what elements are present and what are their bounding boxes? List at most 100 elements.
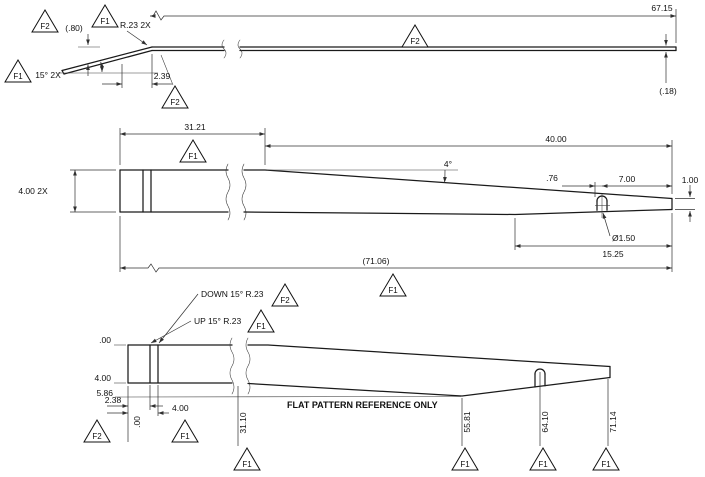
break-line — [241, 163, 247, 221]
note-flat-pattern: FLAT PATTERN REFERENCE ONLY — [287, 400, 438, 410]
flag-label: F1 — [601, 460, 611, 469]
ordinate-x-slot-center: 64.10 — [540, 411, 550, 433]
flag-triangle-icon — [592, 447, 620, 471]
dim-bend1: 2.38 — [105, 395, 122, 405]
dim-overall-ref: (71.06) — [363, 256, 390, 266]
leader-line — [160, 54, 174, 86]
dim-offset: (.80) — [65, 23, 83, 33]
flag-triangle-icon — [91, 4, 119, 28]
slot-arc — [534, 368, 546, 375]
ordinate-y-zero: .00 — [99, 335, 111, 345]
flag-label: F1 — [256, 322, 266, 331]
flag-label: F1 — [188, 152, 198, 161]
dim-slot-offset: .76 — [546, 173, 558, 183]
flag-note-f2: F2 — [401, 24, 429, 48]
flag-label: F1 — [388, 286, 398, 295]
side-view-dimensions — [58, 9, 677, 88]
flag-triangle-icon — [83, 419, 111, 443]
plan-view-dimensions — [70, 128, 695, 273]
flag-label: F1 — [180, 432, 190, 441]
side-view-part-outline — [61, 39, 677, 75]
leader-line — [602, 212, 611, 237]
flag-label: F1 — [242, 460, 252, 469]
part-edge — [243, 208, 673, 216]
flag-triangle-icon — [529, 447, 557, 471]
flag-note-f1: F1 — [592, 447, 620, 471]
break-line — [237, 39, 243, 59]
part-edge — [61, 69, 65, 75]
ext-line — [114, 396, 462, 398]
flag-label: F1 — [460, 460, 470, 469]
flag-note-f1: F1 — [233, 447, 261, 471]
ordinate-x-zero: .00 — [132, 416, 142, 428]
dim-left-section: 31.21 — [184, 122, 206, 132]
ordinate-x-break: 31.10 — [238, 412, 248, 434]
flag-triangle-icon — [271, 283, 299, 307]
leader-line — [126, 30, 148, 46]
flag-label: F1 — [13, 72, 23, 81]
dim-line — [150, 10, 676, 21]
flag-label: F2 — [92, 432, 102, 441]
plan-view-part-outline — [119, 163, 673, 221]
dim-line — [120, 263, 672, 273]
flag-triangle-icon — [31, 9, 59, 33]
flag-label: F2 — [410, 37, 420, 46]
part-edge-bend — [61, 46, 153, 72]
flag-note-f1: F1 — [179, 139, 207, 163]
break-line — [245, 337, 251, 395]
flat-view-part-outline — [127, 337, 611, 397]
flat-view-dimensions — [107, 293, 609, 446]
flag-triangle-icon — [179, 139, 207, 163]
flag-note-f2: F2 — [83, 419, 111, 443]
flag-triangle-icon — [451, 447, 479, 471]
plan-view: 31.21 40.00 4° .76 7.00 1.00 4.00 2X Ø1.… — [18, 122, 699, 297]
flag-note-f1: F1 — [247, 309, 275, 333]
flag-triangle-icon — [379, 273, 407, 297]
flag-label: F2 — [40, 22, 50, 31]
flag-triangle-icon — [171, 419, 199, 443]
side-view: 67.15 (.80) R.23 2X 15° 2X 2.39 (.18) F2… — [4, 3, 677, 109]
part-edge-taper — [243, 169, 673, 200]
ordinate-y-max: 5.86 — [96, 388, 113, 398]
flag-triangle-icon — [161, 85, 189, 109]
part-edge — [247, 376, 611, 397]
ordinate-x-slot-start: 55.81 — [462, 411, 472, 433]
dim-end-width: 1.00 — [682, 175, 699, 185]
dim-bend2: 4.00 — [172, 403, 189, 413]
leader-line — [150, 320, 192, 344]
angle-arc — [100, 61, 104, 73]
flag-triangle-icon — [401, 24, 429, 48]
flag-triangle-icon — [4, 59, 32, 83]
dim-thickness: (.18) — [659, 86, 677, 96]
flag-note-f1: F1 — [4, 59, 32, 83]
flag-label: F2 — [170, 98, 180, 107]
flag-note-f2: F2 — [271, 283, 299, 307]
break-line — [221, 39, 227, 59]
ordinate-x-end: 71.14 — [608, 411, 618, 433]
flag-note-f1: F1 — [529, 447, 557, 471]
flag-note-f1: F1 — [171, 419, 199, 443]
flag-note-f1: F1 — [91, 4, 119, 28]
flag-label: F1 — [538, 460, 548, 469]
dim-taper-angle: 4° — [444, 159, 452, 169]
dim-bend-angle: 15° 2X — [35, 70, 61, 80]
ordinate-y-width: 4.00 — [94, 373, 111, 383]
flag-label: F2 — [280, 296, 290, 305]
flag-triangle-icon — [233, 447, 261, 471]
flag-triangle-icon — [247, 309, 275, 333]
flag-note-f1: F1 — [379, 273, 407, 297]
break-line — [229, 337, 235, 395]
part-edge-taper — [247, 344, 611, 368]
dim-taper-length: 40.00 — [545, 134, 567, 144]
break-line — [225, 163, 231, 221]
flat-pattern-view: DOWN 15° R.23 UP 15° R.23 .00 4.00 5.86 … — [83, 283, 620, 471]
flag-note-f2: F2 — [161, 85, 189, 109]
part-edge-bend — [63, 49, 153, 75]
dim-overall-length: 67.15 — [651, 3, 673, 13]
dim-slot-to-end: 7.00 — [619, 174, 636, 184]
note-bend-radius: R.23 2X — [120, 20, 151, 30]
flag-note-f1: F1 — [451, 447, 479, 471]
dim-width: 4.00 2X — [18, 186, 48, 196]
